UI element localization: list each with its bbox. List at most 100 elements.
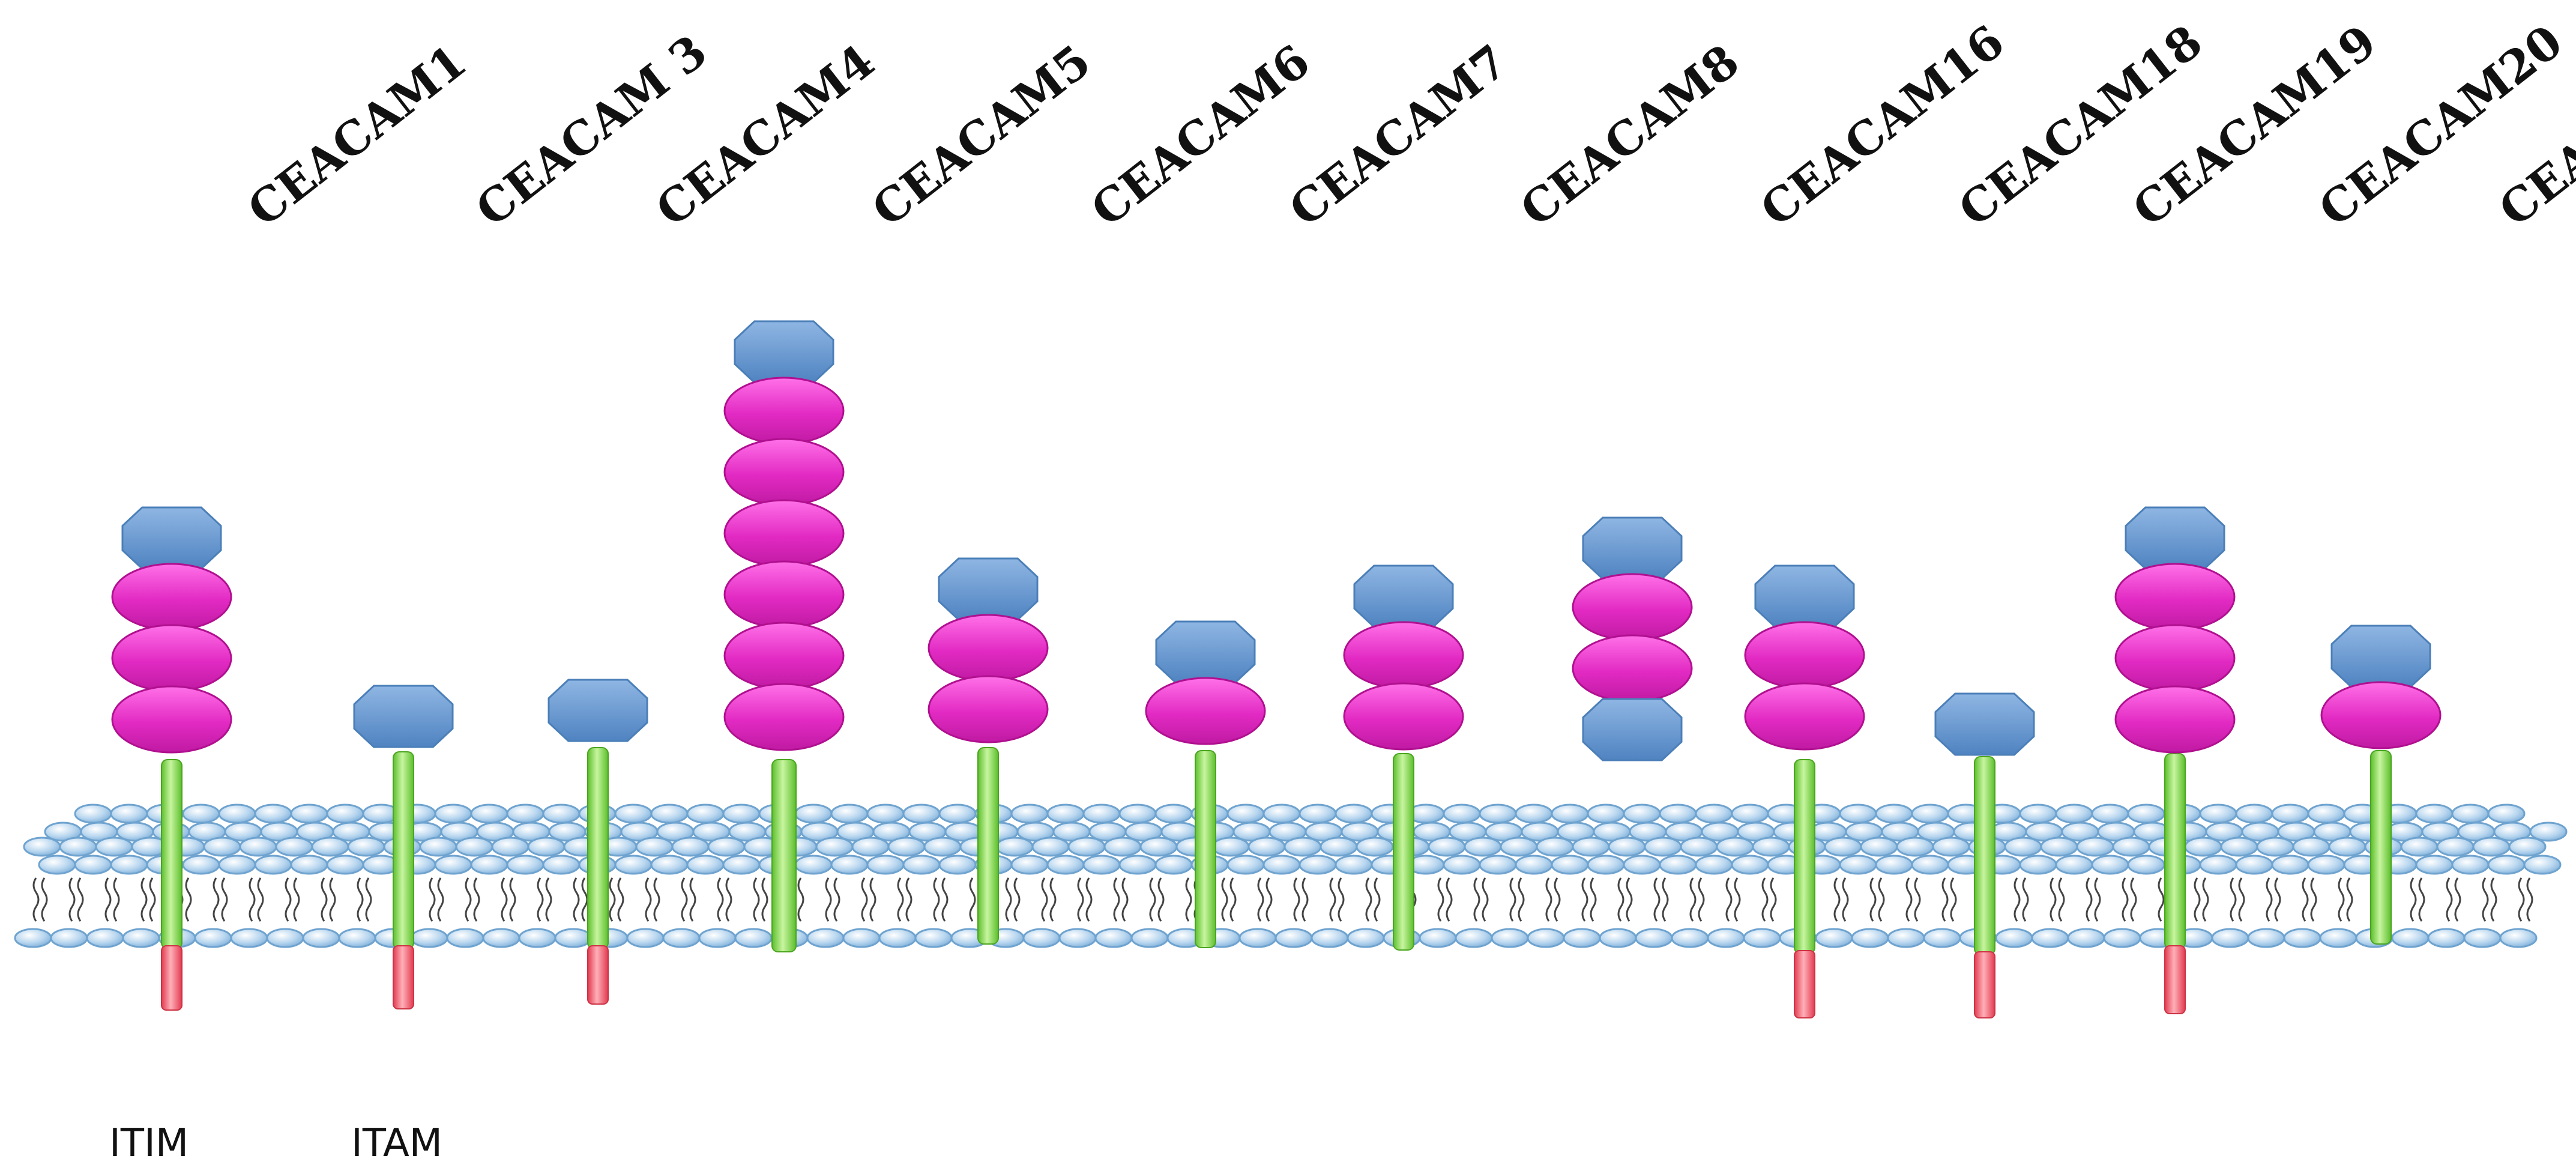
lipid-head [878, 928, 917, 948]
lipid-head [1335, 855, 1373, 875]
lipid-head [434, 803, 472, 824]
lipid-head [290, 803, 328, 824]
lipid-head [2487, 803, 2526, 824]
lipid-head [2055, 855, 2093, 875]
n-terminal-domain [2330, 625, 2431, 688]
lipid-head [1335, 803, 1373, 824]
transmembrane-domain [771, 759, 797, 952]
lipid-tail [1077, 877, 1093, 922]
lipid-head [830, 855, 869, 875]
lipid-head [1262, 855, 1301, 875]
lipid-head [254, 855, 292, 875]
lipid-head [707, 837, 746, 857]
lipid-head [2523, 855, 2562, 875]
lipid-tail [2518, 877, 2533, 922]
cytoplasmic-tail [161, 945, 182, 1011]
lipid-tail [537, 877, 552, 922]
lipid-head [842, 928, 881, 948]
lipid-tail [1293, 877, 1309, 922]
lipid-head [1274, 928, 1313, 948]
lipid-head [2271, 803, 2309, 824]
n-terminal-domain [734, 320, 834, 384]
lipid-tail [1041, 877, 1057, 922]
lipid-head [887, 837, 926, 857]
lipid-tail [753, 877, 768, 922]
lipid-head [1067, 837, 1106, 857]
lipid-head [1572, 837, 1610, 857]
ceacam-protein [1934, 692, 2035, 1018]
lipid-head [1860, 837, 1898, 857]
protein-label: CEACAM5 [862, 34, 1100, 237]
lipid-tail [104, 877, 120, 922]
lipid-head [2040, 837, 2078, 857]
lipid-head [734, 928, 773, 948]
lipid-head [1010, 803, 1049, 824]
lipid-head [1707, 928, 1745, 948]
lipid-head [1608, 837, 1646, 857]
lipid-head [1130, 928, 1169, 948]
ig-like-domain [2320, 681, 2442, 749]
lipid-tail [357, 877, 372, 922]
lipid-head [2067, 928, 2105, 948]
ceacam-protein [1572, 516, 1693, 761]
lipid-tail [1581, 877, 1597, 922]
lipid-head [1211, 837, 1250, 857]
lipid-head [86, 928, 124, 948]
lipid-tail [1905, 877, 1921, 922]
lipid-head [671, 837, 710, 857]
lipid-head [650, 855, 689, 875]
lipid-tail [465, 877, 480, 922]
lipid-head [1587, 855, 1625, 875]
lipid-head [2256, 837, 2294, 857]
lipid-head [902, 803, 941, 824]
lipid-head [1022, 928, 1061, 948]
lipid-tail [1833, 877, 1849, 922]
lipid-head [95, 837, 133, 857]
ceacam-proteins [111, 320, 2442, 1018]
lipid-head [2199, 855, 2237, 875]
lipid-head [1046, 855, 1085, 875]
lipid-head [527, 837, 566, 857]
lipid-head [1671, 928, 1709, 948]
protein-label: CEACAM6 [1081, 34, 1320, 237]
lipid-head [74, 855, 112, 875]
lipid-head [2499, 928, 2538, 948]
lipid-head [2292, 837, 2330, 857]
ig-like-domain [1744, 621, 1865, 689]
lipid-head [1815, 928, 1853, 948]
lipid-head [686, 803, 725, 824]
lipid-head [1226, 855, 1265, 875]
lipid-head [311, 837, 349, 857]
ceacam-protein [1744, 564, 1865, 1018]
lipid-head [2451, 855, 2490, 875]
lipid-head [1551, 803, 1589, 824]
lipid-head [722, 803, 761, 824]
lipid-head [1515, 803, 1553, 824]
lipid-head [2091, 855, 2129, 875]
lipid-tail [645, 877, 660, 922]
transmembrane-domain [2370, 750, 2392, 945]
lipid-tail [429, 877, 444, 922]
lipid-head [2436, 837, 2475, 857]
lipid-head [1731, 855, 1769, 875]
lipid-head [2328, 837, 2366, 857]
lipid-head [1082, 803, 1121, 824]
cytoplasmic-tail [393, 945, 414, 1009]
lipid-head [110, 803, 148, 824]
lipid-tail [213, 877, 228, 922]
lipid-head [1356, 837, 1394, 857]
lipid-head [2055, 803, 2093, 824]
transmembrane-domain [393, 751, 414, 949]
lipid-head [326, 803, 364, 824]
lipid-head [1247, 837, 1286, 857]
lipid-head [1659, 855, 1697, 875]
lipid-head [866, 855, 905, 875]
transmembrane-domain [1794, 759, 1815, 954]
n-terminal-domain [2125, 506, 2225, 570]
ig-like-domain [723, 560, 845, 629]
lipid-head [2235, 803, 2273, 824]
ig-like-domain [1343, 621, 1464, 689]
